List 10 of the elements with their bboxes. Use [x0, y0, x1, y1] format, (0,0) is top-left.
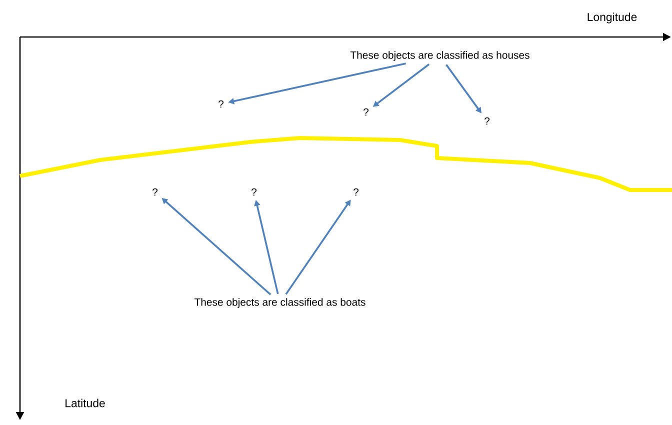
- question-mark: ?: [218, 100, 224, 108]
- axis-label: Latitude: [66, 398, 105, 408]
- question-mark: ?: [152, 188, 158, 196]
- question-mark: ?: [364, 108, 369, 116]
- question-mark: ?: [252, 188, 257, 196]
- question-mark: ?: [484, 117, 490, 125]
- axis-label: Longitude: [588, 12, 637, 24]
- callout-text: These objects are classified as houses: [350, 51, 530, 61]
- callout-text: These objects are classified as boats: [194, 298, 366, 308]
- question-mark: ?: [354, 188, 359, 196]
